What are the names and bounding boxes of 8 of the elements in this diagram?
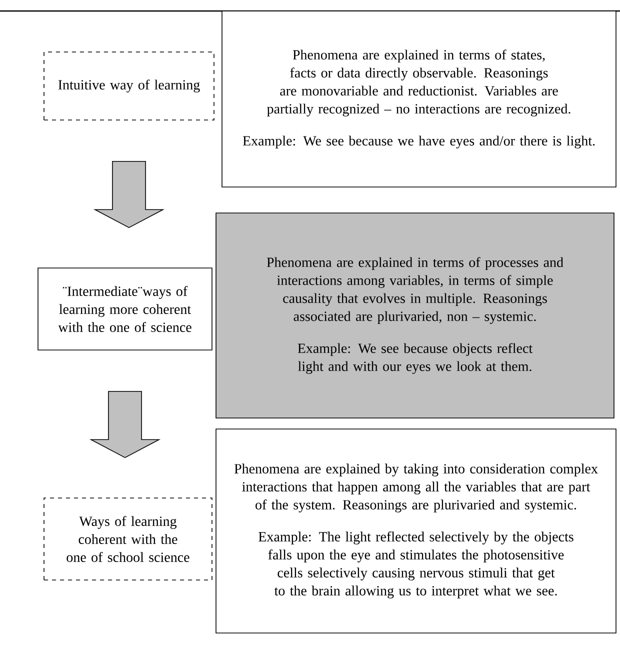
block-arrow xyxy=(93,161,165,228)
description-box: Phenomena are explained in terms of processes and interactions among variables, in terms of simple causality that evolves in multiple. Reasonings associated are plurivaried, non – systemic. Example: We see because objects reflect light and with our eyes we look at them. xyxy=(216,212,614,418)
block-arrow xyxy=(89,391,161,458)
stage-box: Intuitive way of learning xyxy=(44,52,214,120)
description-box: Phenomena are explained by taking into consideration complex interactions that happen among all the variables that are part of the system. Reasonings are plurivaried and systemic. Example: The light reflected selectively by the objects falls upon the eye and stimulates the photosensitive cells selectively causing nervous stimuli that get to the brain allowing us to interpret what we see. xyxy=(216,428,616,634)
stage-box: Ways of learning coherent with the one of school science xyxy=(44,498,212,580)
stage-box: ¨Intermediate¨ways of learning more coherent with the one of science xyxy=(38,268,212,350)
description-box: Phenomena are explained in terms of states, facts or data directly observable. Reasonings are monovariable and reductionist. Variables are partially recognized – no interactions are recognized. Example: We see because we have eyes and/or there is light. xyxy=(222,10,616,188)
